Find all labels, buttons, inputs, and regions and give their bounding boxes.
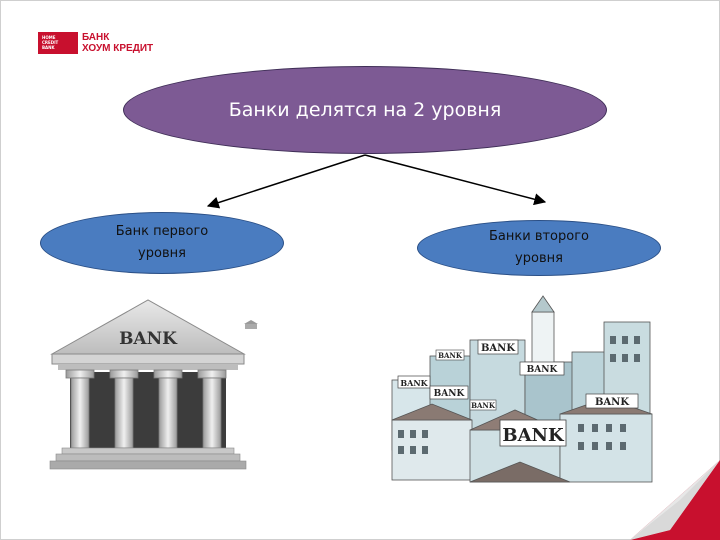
first-level-label: Банк первого уровня [115, 224, 209, 261]
bank-sign-7: BANK [438, 351, 463, 360]
first-level-node: Банк первого уровня [40, 212, 284, 274]
arrow-to-left [206, 154, 366, 209]
second-level-label: Банки второго уровня [489, 229, 589, 266]
bank-sign-5: BANK [595, 397, 629, 408]
bank-sign-6: BANK [502, 425, 565, 446]
arrow-to-right [364, 154, 547, 206]
bank-sign-8: BANK [471, 401, 496, 410]
main-node-label: Банки делятся на 2 уровня [228, 99, 502, 121]
bank-sign-2: BANK [527, 365, 559, 375]
page-corner-decoration [630, 460, 720, 540]
bank-sign-left: BANK [119, 329, 178, 349]
bank-sign-4: BANK [434, 389, 466, 399]
main-node: Банки делятся на 2 уровня [123, 66, 607, 154]
small-bank-icon [244, 320, 258, 329]
logo-mark: HOME CREDIT BANK [38, 32, 78, 54]
bank-sign-3: BANK [400, 378, 428, 388]
second-level-node: Банки второго уровня [417, 220, 661, 276]
bank-logo: HOME CREDIT BANK БАНК ХОУМ КРЕДИТ [38, 32, 178, 58]
bank-sign-1: BANK [481, 343, 515, 354]
logo-small-text: HOME CREDIT BANK [42, 35, 59, 50]
logo-name: БАНК ХОУМ КРЕДИТ [82, 32, 154, 54]
